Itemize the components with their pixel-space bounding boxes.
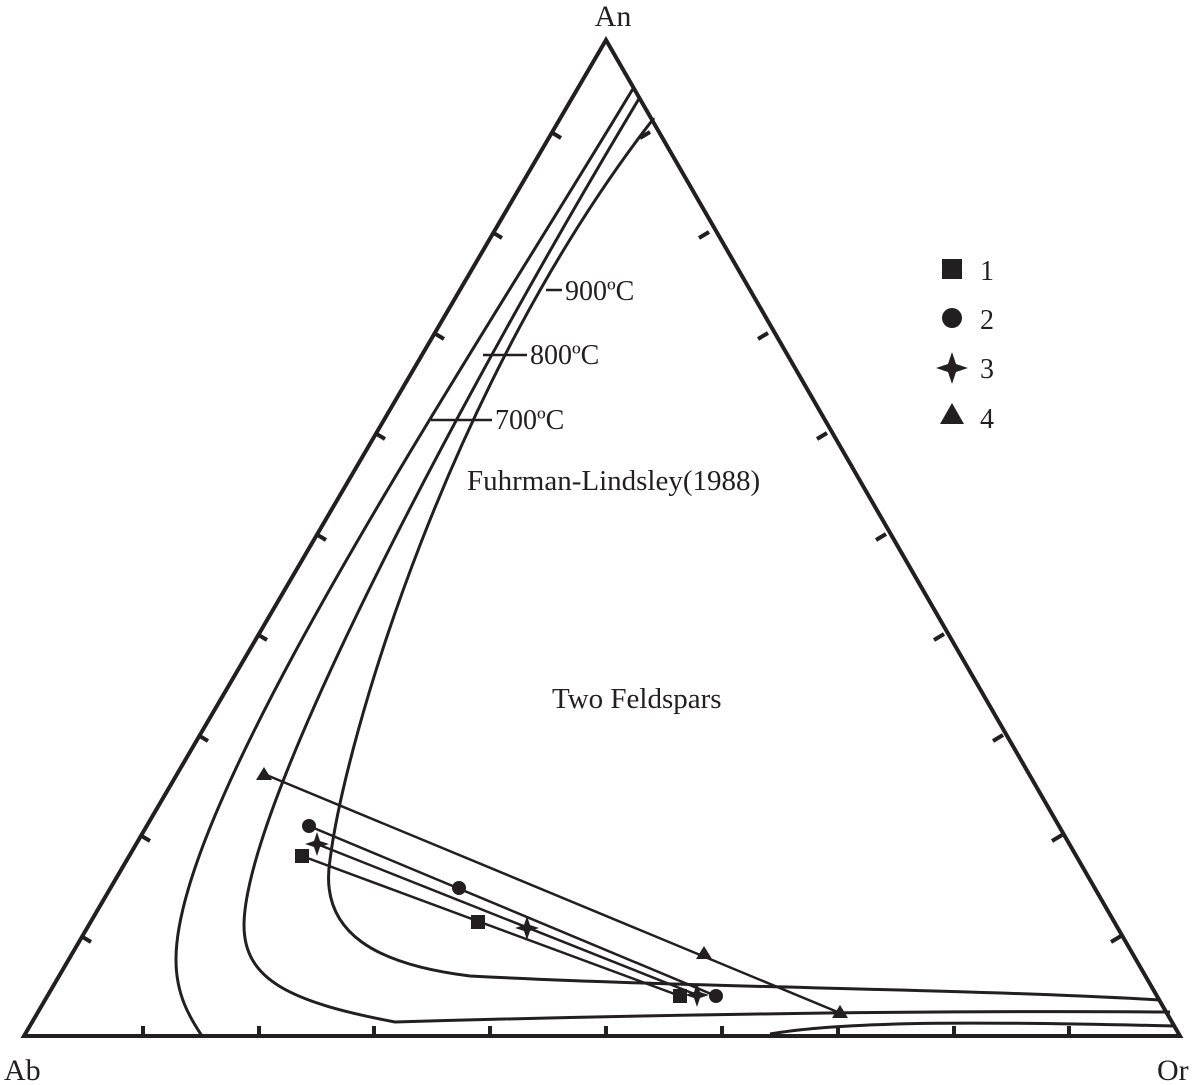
- tie-line-3: [316, 842, 698, 997]
- tick-marks: [79, 130, 1123, 1036]
- marker-circle: [452, 881, 466, 895]
- legend-star-marker: [936, 352, 968, 384]
- legend-triangle-marker: [940, 403, 964, 424]
- marker-triangle: [696, 946, 712, 959]
- tie-line-2: [308, 824, 717, 998]
- marker-star: [685, 983, 709, 1007]
- legend-label-3: 3: [980, 354, 994, 385]
- isotherm-curve-700: [174, 86, 636, 1037]
- legend: 1 2 3 4: [936, 256, 994, 435]
- isotherm-curve-or-branch: [769, 1021, 1176, 1036]
- vertex-label-an: An: [595, 0, 632, 33]
- model-reference-label: Fuhrman-Lindsley(1988): [467, 465, 760, 497]
- marker-circle: [709, 989, 723, 1003]
- marker-star: [515, 916, 539, 940]
- data-points: [256, 767, 848, 1018]
- legend-label-2: 2: [980, 305, 994, 336]
- marker-star: [305, 832, 329, 856]
- tie-lines: [263, 772, 841, 1015]
- isotherm-curve-800: [242, 96, 1171, 1024]
- isotherm-label-700: 700ºC: [495, 405, 564, 436]
- legend-label-4: 4: [980, 404, 994, 435]
- legend-square-marker: [942, 259, 962, 279]
- isotherm-curve-900: [327, 117, 1161, 1002]
- marker-triangle: [256, 767, 272, 780]
- tie-line-4: [263, 772, 841, 1015]
- two-feldspar-field-label: Two Feldspars: [552, 683, 722, 715]
- isotherm-label-900: 900ºC: [565, 276, 634, 307]
- legend-label-1: 1: [980, 256, 994, 287]
- ternary-triangle: [20, 36, 1184, 1038]
- legend-circle-marker: [942, 308, 962, 328]
- vertex-label-or: Or: [1157, 1054, 1189, 1085]
- marker-square: [471, 915, 485, 929]
- isotherm-label-800: 800ºC: [530, 340, 599, 371]
- marker-square: [673, 989, 687, 1003]
- marker-square: [295, 849, 309, 863]
- marker-circle: [302, 819, 316, 833]
- vertex-label-ab: Ab: [4, 1054, 41, 1085]
- tie-line-1: [301, 854, 681, 998]
- marker-triangle: [832, 1005, 848, 1018]
